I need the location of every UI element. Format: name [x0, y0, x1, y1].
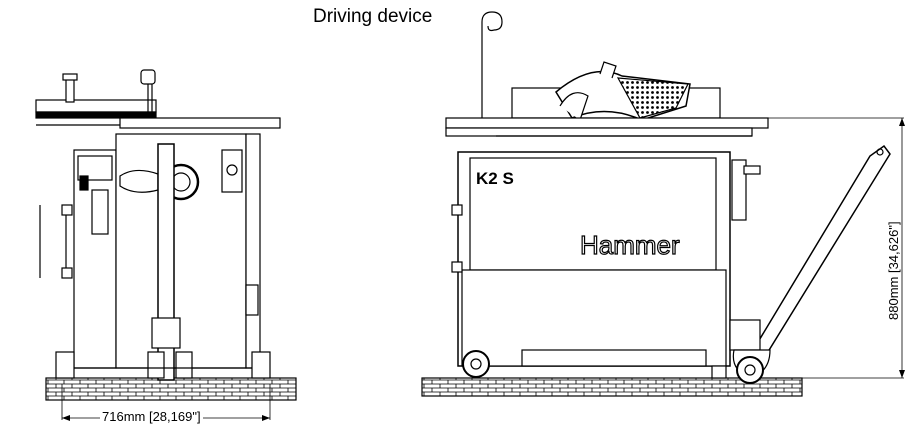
model-label: K2 S: [476, 169, 514, 188]
brand-label: Hammer: [580, 230, 680, 260]
width-dimension-label: 716mm [28,169"]: [100, 409, 203, 424]
driving-device-label: Driving device: [313, 6, 433, 27]
front-view: [35, 69, 297, 421]
floor-left: [45, 377, 297, 401]
side-view: [421, 11, 905, 397]
floor-right: [421, 377, 803, 397]
height-dimension-label: 880mm [34,626"]: [886, 219, 901, 322]
